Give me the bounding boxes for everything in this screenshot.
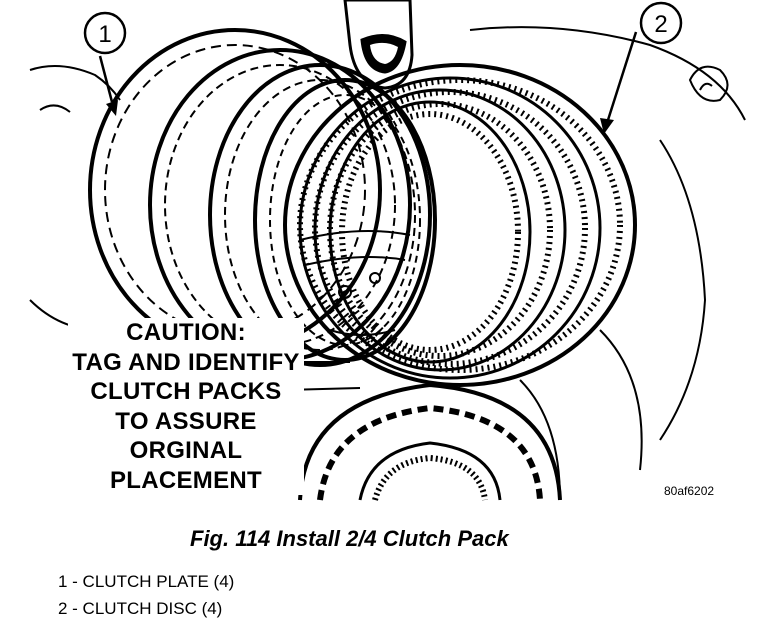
clutch-discs (283, 63, 637, 387)
figure-caption: Fig. 114 Install 2/4 Clutch Pack (190, 526, 509, 551)
inner-hub (299, 230, 411, 336)
callout-1: 1 (83, 11, 127, 116)
caution-line: PLACEMENT (109, 466, 263, 494)
caution-line: CAUTION: (126, 319, 246, 346)
callout-2: 2 (600, 1, 683, 134)
clutch-plates (88, 28, 437, 367)
clutch-pack-illustration: 1 2 (29, 0, 746, 501)
legend-item: 1 - CLUTCH PLATE (4) (58, 572, 235, 591)
legend: 1 - CLUTCH PLATE (4) 2 - CLUTCH DISC (4) (58, 568, 234, 622)
callout-1-number: 1 (98, 21, 111, 48)
caution-note: CAUTION: TAG AND IDENTIFY CLUTCH PACKS T… (68, 318, 304, 495)
figure-id: 80af6202 (664, 484, 715, 498)
hand-holding-discs (343, 0, 414, 90)
caution-line: TAG AND IDENTIFY (72, 348, 300, 376)
caution-line: CLUTCH PACKS (90, 378, 282, 405)
legend-item: 2 - CLUTCH DISC (4) (58, 599, 223, 618)
caution-line: TO ASSURE (115, 407, 257, 435)
caution-line: ORGINAL (129, 437, 243, 464)
lower-clutch-drum (298, 382, 562, 501)
callout-2-number: 2 (654, 11, 667, 38)
